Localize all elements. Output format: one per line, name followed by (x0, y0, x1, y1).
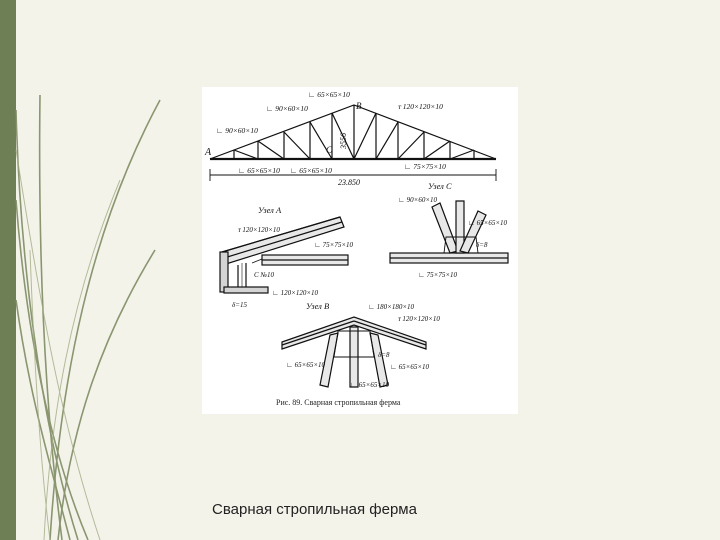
truss-elevation (209, 104, 497, 181)
node-c-label-1: ∟ 90×60×10 (398, 196, 438, 204)
truss-drawing: ∟ 65×65×10 ∟ 90×60×10 ∟ 90×60×10 ᴛ 120×1… (202, 87, 518, 414)
node-a-label-5: δ=15 (232, 301, 247, 309)
node-a-label-3: С №10 (254, 271, 275, 279)
node-a-label-2: ∟ 75×75×10 (314, 241, 354, 249)
label-top-mid: ∟ 90×60×10 (266, 104, 308, 113)
label-top-right: ᴛ 120×120×10 (398, 102, 443, 111)
node-c-label-2: ∟ 65×65×10 (468, 219, 508, 227)
node-a-detail (219, 216, 349, 294)
label-top-left: ∟ 90×60×10 (216, 126, 258, 135)
node-b-label-6: ∟ 65×65×10 (350, 381, 390, 389)
label-height: 3556 (339, 133, 348, 150)
label-bottom-right: ∟ 75×75×10 (404, 162, 446, 171)
node-a-label-4: ∟ 120×120×10 (272, 289, 319, 297)
node-a-title: Узел A (258, 205, 282, 215)
node-c-title: Узел C (428, 181, 452, 191)
node-b-label-5: ∟ 65×65×10 (390, 363, 430, 371)
node-c-label-4: ∟ 75×75×10 (418, 271, 458, 279)
label-node-a: A (204, 147, 212, 158)
node-b-label-2: ᴛ 120×120×10 (398, 315, 440, 323)
node-a-label-1: ᴛ 120×120×10 (238, 226, 280, 234)
label-span: 23.850 (338, 178, 360, 187)
node-c-detail (389, 200, 509, 264)
slide-caption: Сварная стропильная ферма (212, 501, 417, 518)
node-c-label-3: δ=8 (476, 241, 488, 249)
label-node-b: B (356, 101, 362, 111)
left-accent-bar (0, 0, 16, 540)
label-top-center: ∟ 65×65×10 (308, 90, 350, 99)
figure-caption: Рис. 89. Сварная стропильная ферма (276, 398, 401, 407)
label-bottom-mid: ∟ 65×65×10 (290, 166, 332, 175)
label-node-c: C (326, 145, 333, 155)
node-b-title: Узел B (306, 301, 329, 311)
label-bottom-left: ∟ 65×65×10 (238, 166, 280, 175)
node-b-label-4: δ=8 (378, 351, 390, 359)
node-b-detail (281, 316, 427, 388)
node-b-label-1: ∟ 180×180×10 (368, 303, 415, 311)
node-b-label-3: ∟ 65×65×10 (286, 361, 326, 369)
